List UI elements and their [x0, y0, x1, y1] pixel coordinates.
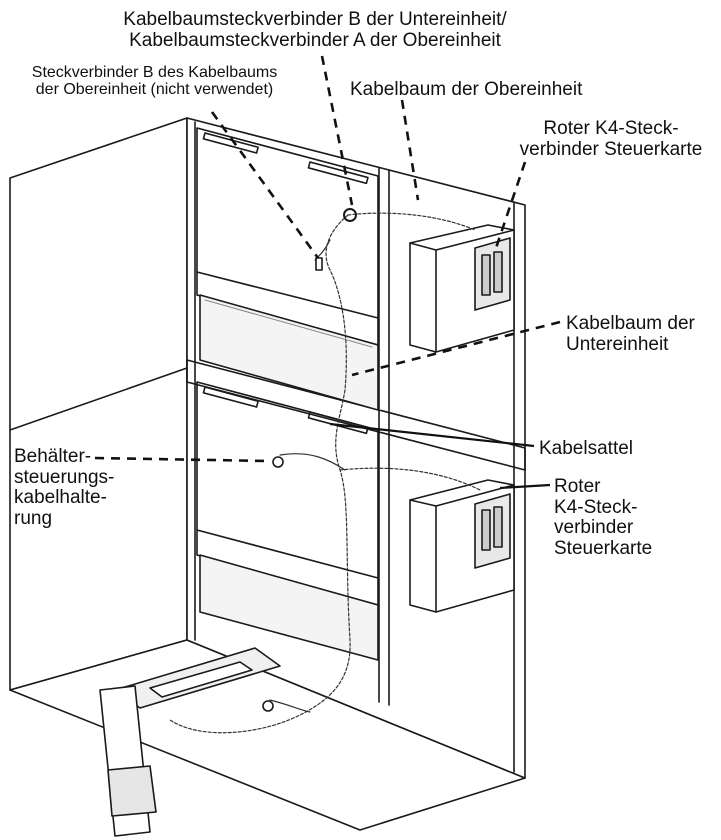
leader-red-k4-lower	[499, 483, 551, 490]
label-red-k4-lower-line4: Steuerkarte	[554, 537, 653, 559]
label-bracket-line1: Behälter-	[14, 446, 92, 467]
label-upper-harness: Kabelbaum der Obereinheit	[350, 79, 583, 100]
label-connector-b-upper-line1: Steckverbinder B des Kabelbaums	[31, 64, 278, 81]
leader-bin-control-bracket	[94, 456, 269, 463]
label-connector-b-upper-unused: Steckverbinder B des Kabelbaums der Ober…	[2, 64, 307, 99]
label-red-k4-upper-line1: Roter K4-Steck-	[543, 118, 679, 139]
label-lower-harness-line2: Untereinheit	[566, 333, 669, 355]
label-cable-saddle: Kabelsattel	[539, 438, 634, 459]
label-bin-control-bracket: Behälter- steuerungs- kabelhalte- rung	[14, 446, 115, 529]
label-red-k4-upper: Roter K4-Steck- verbinder Steuerkarte	[502, 118, 720, 160]
label-lower-harness: Kabelbaum der Untereinheit	[566, 313, 695, 355]
upper-control-board	[474, 237, 511, 311]
upper-evaporator-area	[199, 294, 379, 411]
label-red-k4-lower: Roter K4-Steck- verbinder Steuerkarte	[554, 476, 653, 559]
label-bracket-line2: steuerungs-	[14, 466, 115, 488]
label-red-k4-upper-line2: verbinder Steuerkarte	[519, 138, 703, 160]
label-connector-b-upper-line2: der Obereinheit (nicht verwendet)	[35, 81, 274, 99]
leader-lines	[94, 55, 561, 463]
label-red-k4-lower-line1: Roter	[554, 476, 601, 497]
label-connector-b-line1: Kabelbaumsteckverbinder B der Untereinhe…	[123, 9, 507, 30]
label-red-k4-lower-line3: verbinder	[554, 517, 634, 539]
label-red-k4-lower-line2: K4-Steck-	[554, 496, 638, 518]
label-bracket-line3: kabelhalte-	[14, 487, 107, 509]
side-panel-seam	[9, 367, 188, 431]
label-bracket-line4: rung	[14, 507, 53, 529]
leader-connector-b-upper-unused	[210, 111, 320, 259]
label-lower-harness-line1: Kabelbaum der	[566, 313, 695, 334]
leader-upper-harness	[400, 99, 420, 201]
label-connector-b-lower-a-upper: Kabelbaumsteckverbinder B der Untereinhe…	[65, 9, 565, 51]
mid-rail	[186, 359, 526, 471]
leader-cable-saddle	[329, 422, 535, 448]
wiring-harness	[169, 214, 351, 734]
left-side-panel	[9, 117, 188, 691]
harness-connector-b	[343, 208, 357, 222]
label-connector-b-line2: Kabelbaumsteckverbinder A der Obereinhei…	[129, 29, 501, 51]
lower-control-board	[474, 493, 511, 569]
leader-lower-harness	[351, 320, 561, 377]
lower-evaporator-area	[199, 554, 379, 661]
